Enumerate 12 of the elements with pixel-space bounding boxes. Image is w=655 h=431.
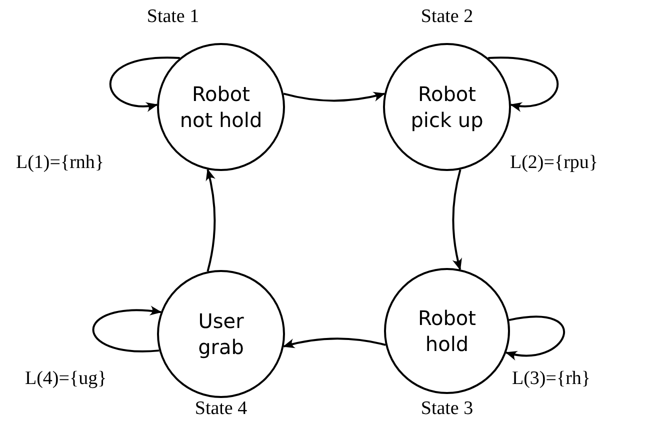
state-caption: State 2: [420, 6, 474, 28]
state-caption: State 4: [194, 398, 248, 420]
labeling-function: L(4)={ug}: [25, 368, 107, 390]
state-label: User grab: [197, 308, 245, 360]
labeling-function: L(3)={rh}: [512, 368, 591, 390]
state-caption: State 1: [146, 6, 200, 28]
state-label: Robot pick up: [410, 81, 484, 133]
state-caption: State 3: [420, 398, 474, 420]
state-label: Robot hold: [416, 305, 477, 357]
state-label: Robot not hold: [178, 81, 264, 133]
labeling-function: L(1)={rnh}: [16, 152, 104, 174]
labeling-function: L(2)={rpu}: [510, 152, 598, 174]
